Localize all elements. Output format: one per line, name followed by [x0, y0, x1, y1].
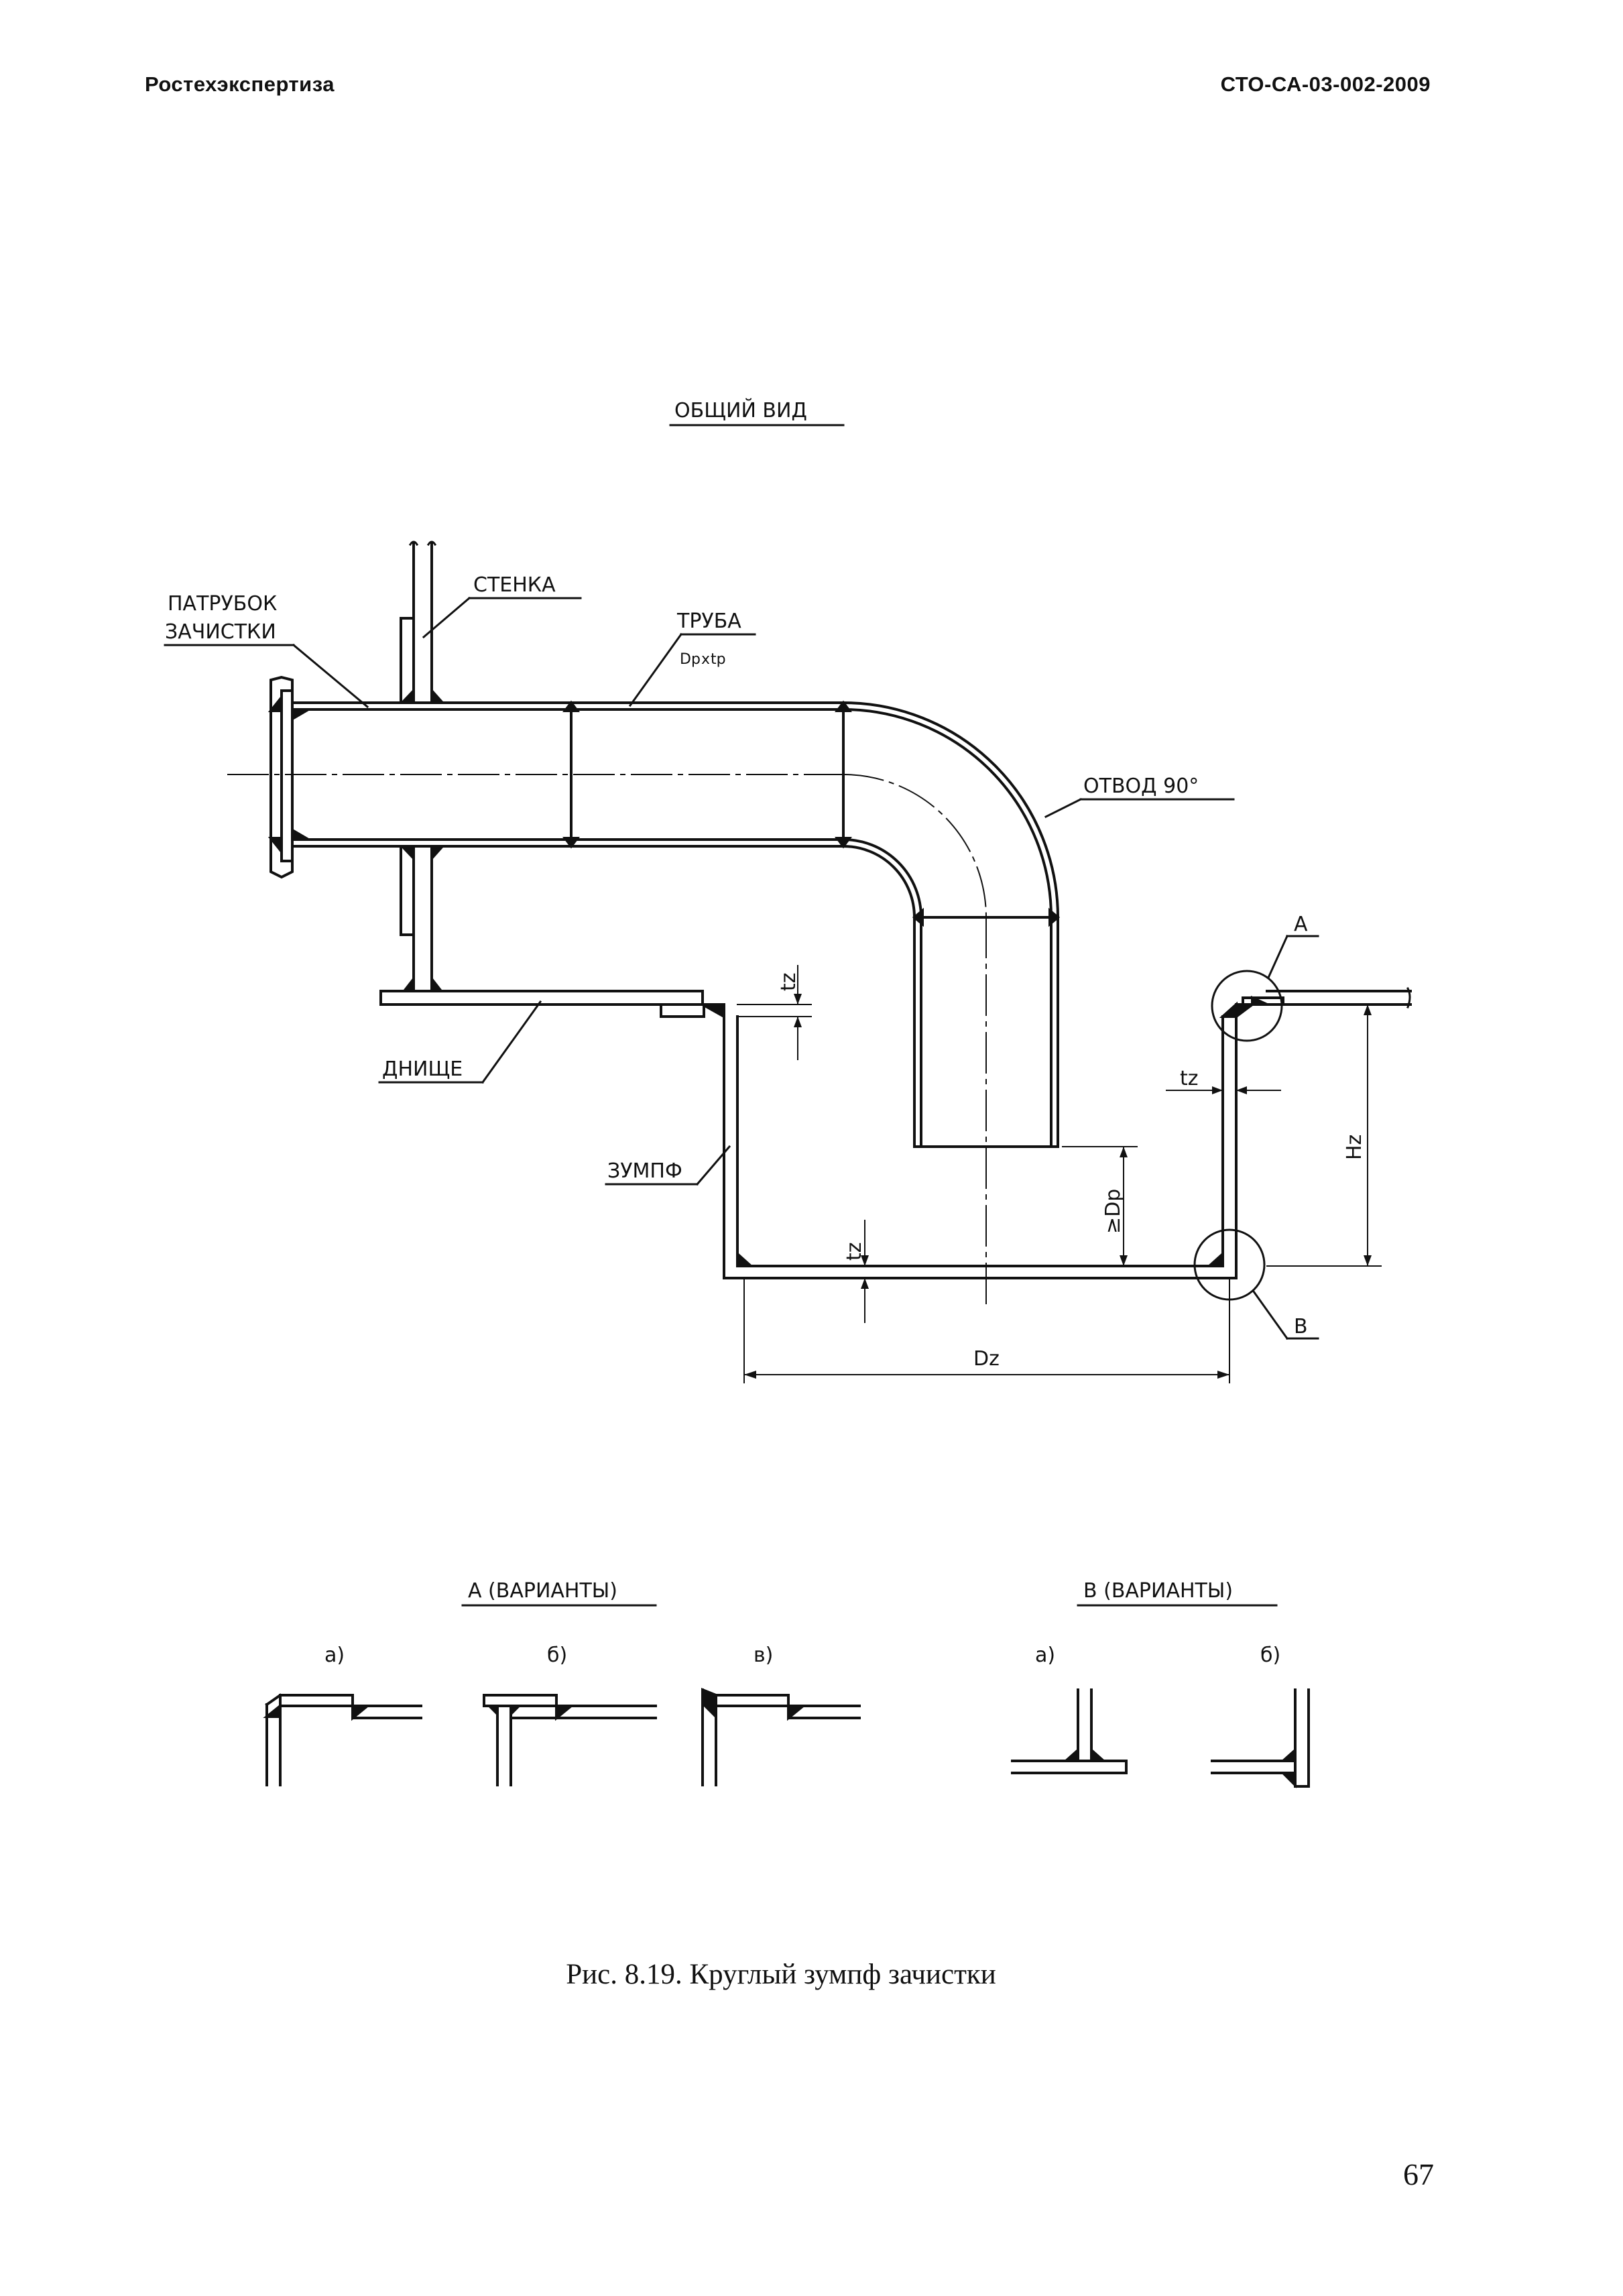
pipe-vertical: [913, 916, 1059, 1148]
flange: [267, 675, 294, 879]
variants-a: А (ВАРИАНТЫ) а) б) в): [263, 1579, 861, 1786]
label-dz: Dz: [973, 1347, 1000, 1371]
centerlines: [227, 773, 987, 1307]
label-truba-x: x: [701, 651, 710, 668]
tank-wall: [399, 540, 446, 992]
sump-shell: [723, 995, 1284, 1279]
dimensions: [737, 965, 1382, 1383]
label-stenka: СТЕНКА: [473, 573, 556, 597]
label-dp: ≥Dp: [1101, 1189, 1125, 1234]
label-otvod: ОТВОД 90°: [1083, 774, 1199, 798]
figure-caption: Рис. 8.19. Круглый зумпф зачистки: [566, 1959, 996, 1990]
label-dnishche: ДНИЩЕ: [382, 1057, 463, 1081]
label-tz-bottom: tz: [843, 1242, 866, 1261]
drawing-labels: ПАТРУБОК ЗАЧИСТКИ СТЕНКА ТРУБА Dp x tp О…: [165, 573, 1366, 1371]
variant-a-1-sketch: [263, 1693, 422, 1786]
header-right-doc-code: СТО-СА-03-002-2009: [1220, 72, 1431, 96]
variant-b-1-label: а): [1035, 1644, 1055, 1667]
variant-a-2-sketch: [483, 1694, 657, 1786]
label-truba-dp: Dp: [680, 651, 701, 668]
view-title: ОБЩИЙ ВИД: [669, 398, 845, 426]
label-truba: ТРУБА: [676, 610, 741, 633]
detail-a-circle: [1211, 970, 1283, 1042]
variant-a-1-label: а): [324, 1644, 345, 1667]
variant-a-3-sketch: [701, 1688, 861, 1786]
variant-b-2-label: б): [1260, 1644, 1280, 1667]
header-left-brand: Ростехэкспертиза: [145, 72, 335, 96]
variant-a-3-label: в): [754, 1644, 773, 1667]
variants-a-title: А (ВАРИАНТЫ): [468, 1579, 617, 1603]
page-number: 67: [1403, 2157, 1434, 2191]
label-detail-b: В: [1294, 1315, 1308, 1338]
label-hz: Hz: [1343, 1135, 1366, 1160]
elbow-90: [841, 701, 1061, 927]
label-detail-a: А: [1294, 913, 1308, 936]
label-patrubok-line1: ПАТРУБОК: [168, 592, 277, 616]
label-zumpf: ЗУМПФ: [607, 1159, 682, 1183]
variant-b-2-sketch: [1211, 1688, 1310, 1788]
label-truba-tp: tp: [711, 651, 726, 668]
label-tz-wall: tz: [1180, 1067, 1199, 1090]
variants-b: В (ВАРИАНТЫ) а) б): [1011, 1579, 1310, 1788]
variant-b-1-sketch: [1011, 1688, 1128, 1774]
variant-a-2-label: б): [547, 1644, 567, 1667]
variants-b-title: В (ВАРИАНТЫ): [1083, 1579, 1233, 1603]
label-patrubok-line2: ЗАЧИСТКИ: [165, 620, 276, 644]
leader-lines: [164, 596, 1319, 1340]
view-title-text: ОБЩИЙ ВИД: [674, 398, 807, 422]
label-tz-top: tz: [777, 972, 800, 991]
